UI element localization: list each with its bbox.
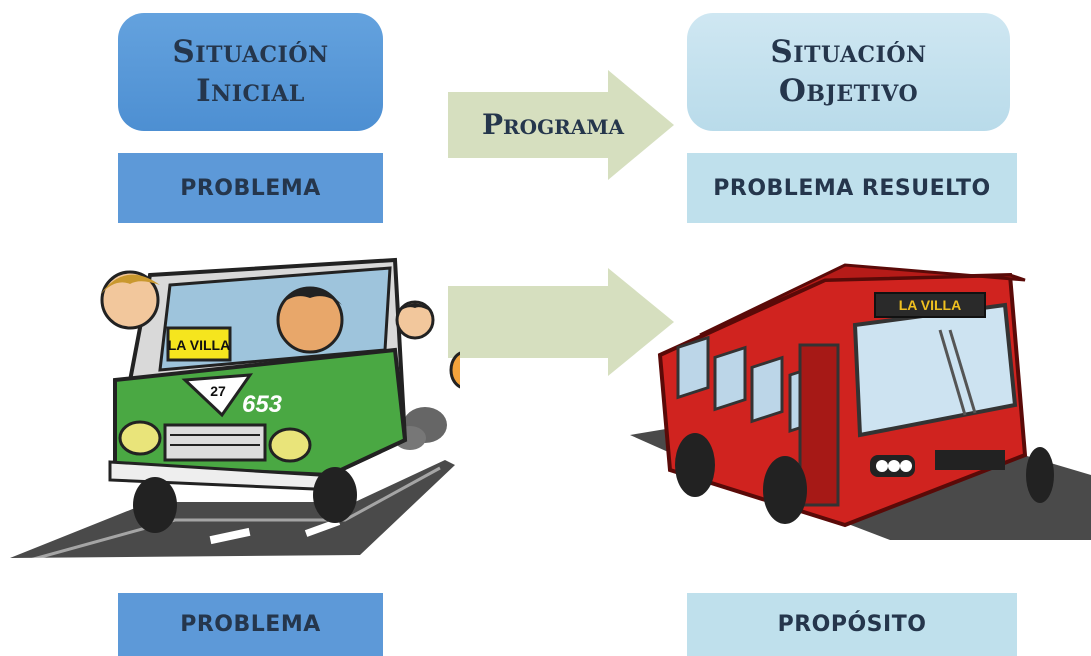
guitar <box>449 351 460 389</box>
proposito-label: propósito <box>687 593 1017 656</box>
situacion-objetivo-box: Situación Objetivo <box>687 13 1010 131</box>
problema-resuelto-label: problema resuelto <box>687 153 1017 223</box>
problema-label-top: problema <box>118 153 383 223</box>
passenger-left <box>100 270 160 330</box>
route-number-text: 27 <box>210 383 226 399</box>
situacion-inicial-line1: Situación <box>172 34 329 71</box>
route-sign-text: LA VILLA <box>168 337 230 353</box>
bus-destination-text: LA VILLA <box>899 297 961 313</box>
headlight-right <box>268 427 312 463</box>
situacion-objetivo-line1: Situación <box>770 34 927 71</box>
situacion-inicial-box: Situación Inicial <box>118 13 383 131</box>
bus-illustration: LA VILLA <box>630 263 1091 540</box>
headlight-left <box>118 420 162 456</box>
microbus-number-text: 653 <box>242 391 283 418</box>
microbus-illustration: LA VILLA 27 653 <box>10 257 460 562</box>
programa-arrow <box>448 70 674 180</box>
transformation-arrow <box>448 268 674 376</box>
passenger-right <box>395 300 435 340</box>
situacion-inicial-line2: Inicial <box>196 73 305 109</box>
situacion-objetivo-line2: Objetivo <box>778 73 919 109</box>
problema-label-bottom: problema <box>118 593 383 656</box>
programa-label: Programa <box>482 108 624 141</box>
